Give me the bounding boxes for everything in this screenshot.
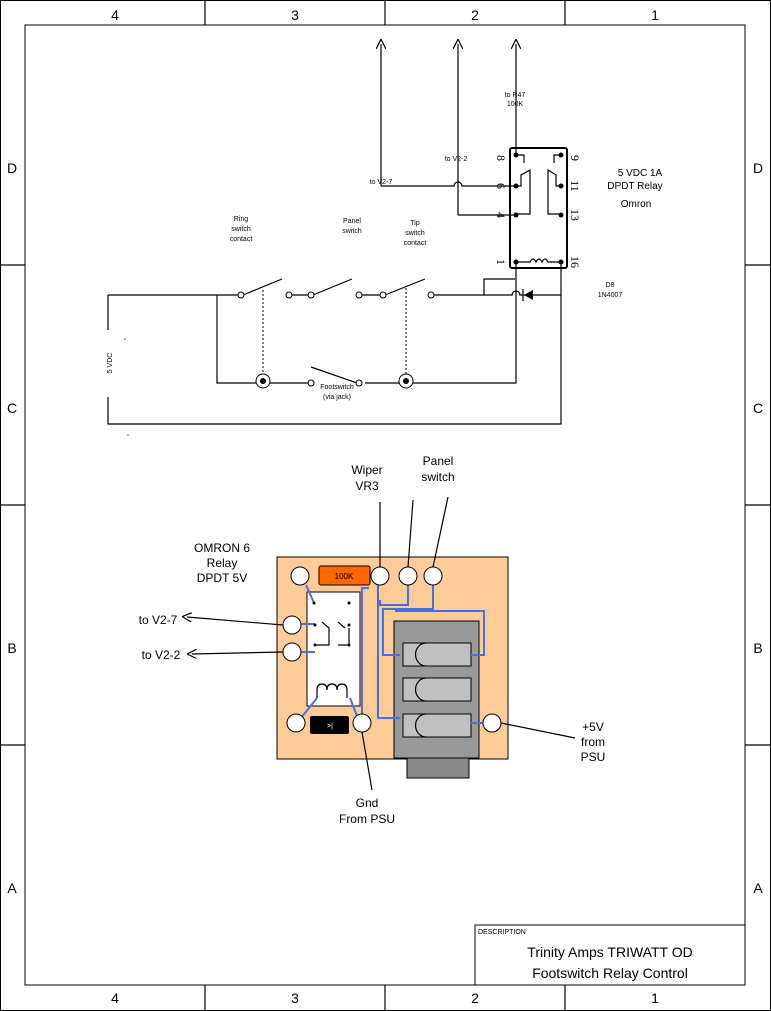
- relay-rating: 5 VDC 1A: [618, 168, 663, 179]
- pad-wiper: [370, 566, 390, 586]
- pad-switch: [423, 566, 443, 586]
- tip-label: switch: [405, 230, 425, 237]
- pad-5v: [482, 713, 502, 733]
- relay-type: DPDT Relay: [607, 181, 662, 192]
- to-v2-2-label: to V2-2: [142, 648, 181, 662]
- relay-symbol: 8 6 4 1 9 11 13 16: [494, 147, 582, 269]
- diode-ref: D8: [606, 282, 615, 289]
- pin-16: 16: [568, 256, 582, 268]
- pad-gnd: [352, 713, 372, 733]
- label-to-v2-2: to V2-2: [445, 156, 468, 163]
- panel-label: Panel: [423, 454, 454, 468]
- diode-mark: >|: [327, 723, 333, 730]
- pin-4: 4: [494, 212, 508, 218]
- gnd-label: Gnd: [356, 796, 379, 810]
- pad-v2-2: [282, 642, 302, 662]
- supply-label: 5 VDC: [107, 353, 114, 374]
- jack-nut: [406, 756, 470, 779]
- label-r47-value: 100K: [507, 101, 524, 108]
- resistor-label: 100K: [335, 572, 354, 581]
- plus5v-label: PSU: [581, 750, 606, 764]
- panel-switch-label: Panel: [343, 218, 361, 225]
- row-label-left: A: [7, 880, 17, 896]
- col-label-top: 3: [291, 7, 299, 23]
- wiper-label: VR3: [355, 479, 379, 493]
- title-line-2: Footswitch Relay Control: [532, 965, 688, 981]
- label-to-v2-7: to V2-7: [370, 179, 393, 186]
- pad-v2-7: [282, 615, 302, 635]
- tip-label: Tip: [410, 220, 420, 227]
- wiper-label: Wiper: [351, 463, 382, 477]
- board-layout: 100K >| Wiper VR3 Panel switch OMRON 6 R…: [139, 454, 606, 826]
- footswitch-label: Footswitch: [320, 384, 354, 391]
- col-label-top: 1: [651, 7, 659, 23]
- diode-part: 1N4007: [598, 292, 623, 299]
- ring-label: Ring: [234, 216, 249, 223]
- relay-label: DPDT 5V: [197, 571, 247, 585]
- ring-label: contact: [230, 236, 253, 243]
- plus5v-label: +5V: [582, 720, 604, 734]
- title-block: DESCRIPTION Trinity Amps TRIWATT OD Foot…: [474, 924, 746, 986]
- row-label-right: B: [753, 640, 762, 656]
- relay-footprint: [306, 591, 361, 707]
- pin-9: 9: [568, 155, 582, 161]
- pad: [290, 566, 310, 586]
- row-label-left: D: [7, 160, 17, 176]
- jack-contacts: [402, 642, 472, 738]
- relay-label: Relay: [207, 556, 238, 570]
- description-header: DESCRIPTION: [478, 929, 526, 936]
- col-label-top: 4: [111, 7, 119, 23]
- row-label-left: B: [7, 640, 16, 656]
- pin-8: 8: [494, 155, 508, 161]
- to-v2-7-label: to V2-7: [139, 613, 178, 627]
- col-label-bottom: 3: [291, 990, 299, 1006]
- panel-switch-label: switch: [342, 228, 362, 235]
- diode-footprint: [310, 716, 349, 734]
- relay-label: OMRON 6: [194, 541, 250, 555]
- label-to-r47: to R47: [505, 92, 526, 99]
- col-label-bottom: 1: [651, 990, 659, 1006]
- pin-1: 1: [494, 259, 508, 265]
- pin-6: 6: [494, 183, 508, 189]
- col-label-bottom: 2: [471, 990, 479, 1006]
- plus5v-label: from: [581, 735, 605, 749]
- pin-13: 13: [568, 209, 582, 221]
- resistor-100k: [318, 565, 371, 586]
- ring-label: switch: [231, 226, 251, 233]
- relay-brand: Omron: [621, 199, 652, 210]
- col-label-bottom: 4: [111, 990, 119, 1006]
- row-label-right: D: [753, 160, 763, 176]
- col-label-top: 2: [471, 7, 479, 23]
- relay-schematic: to V2-7 to V2-2 to R47 100K 8 6 4 1 9 11…: [107, 44, 663, 436]
- row-label-right: A: [753, 880, 763, 896]
- title-line-1: Trinity Amps TRIWATT OD: [527, 944, 692, 960]
- tip-label: contact: [404, 240, 427, 247]
- pin-11: 11: [568, 180, 582, 192]
- row-label-left: C: [7, 400, 17, 416]
- row-label-right: C: [753, 400, 763, 416]
- panel-label: switch: [421, 470, 454, 484]
- gnd-label: From PSU: [339, 812, 395, 826]
- pad-panel: [398, 566, 418, 586]
- pad: [286, 713, 306, 733]
- footswitch-label: (via jack): [323, 394, 351, 401]
